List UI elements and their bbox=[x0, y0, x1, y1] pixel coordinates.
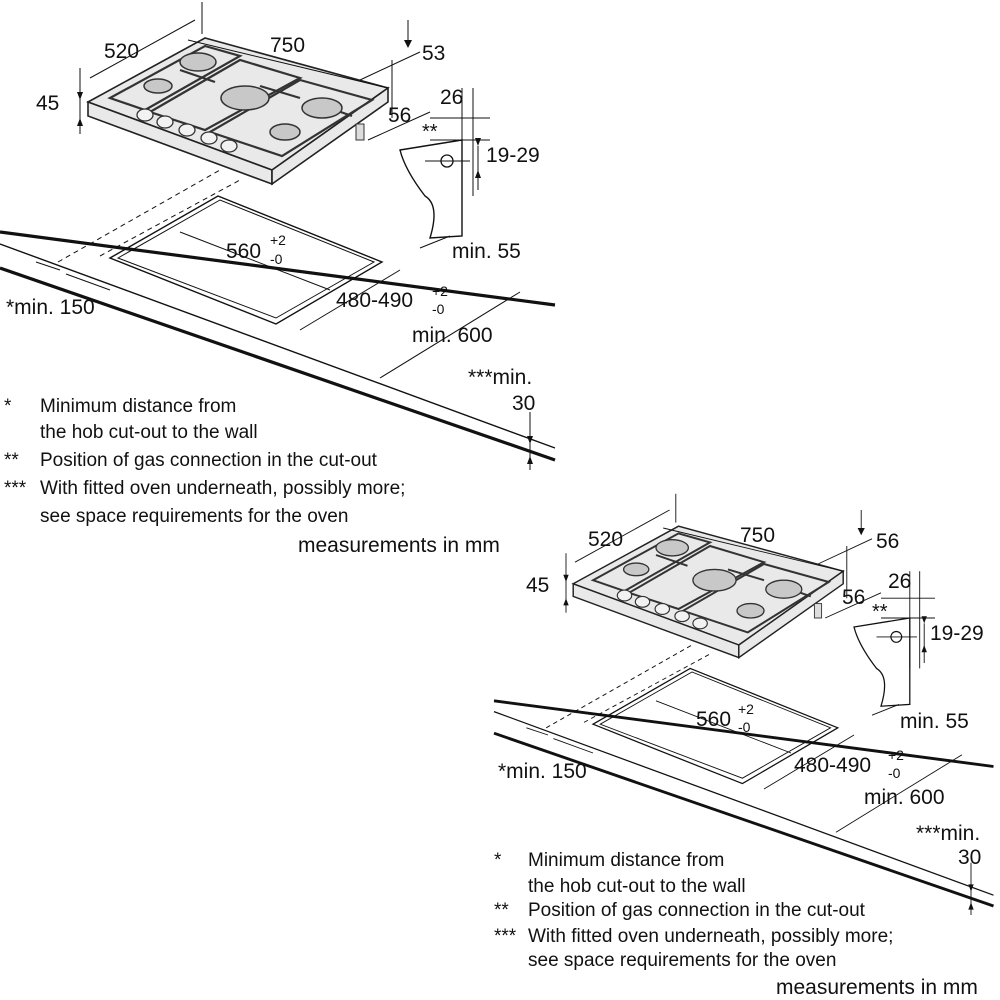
notes: * Minimum distance from the hob cut-out … bbox=[494, 850, 893, 971]
note-1-line-2: the hob cut-out to the wall bbox=[40, 422, 258, 443]
dim-min-150: *min. 150 bbox=[498, 760, 587, 783]
dim-cutout-width-tol-minus: -0 bbox=[270, 251, 283, 267]
notes: * Minimum distance from the hob cut-out … bbox=[4, 396, 405, 527]
dim-min-55: min. 55 bbox=[452, 240, 521, 263]
unit-label: measurements in mm bbox=[298, 534, 500, 557]
dim-cutout-width: 560 bbox=[696, 708, 731, 731]
dim-min-30-label: ***min. bbox=[468, 366, 532, 389]
dim-conn-width: 26 bbox=[440, 86, 463, 109]
dim-min-55: min. 55 bbox=[900, 710, 969, 733]
dim-right-top: 53 bbox=[422, 42, 445, 65]
dim-cutout-depth-tol-plus: +2 bbox=[888, 747, 904, 763]
note-3-line-1: With fitted oven underneath, possibly mo… bbox=[528, 926, 893, 947]
dim-right-side: 56 bbox=[842, 586, 865, 609]
dim-cutout-width-tol-plus: +2 bbox=[738, 701, 754, 717]
diagram-2: 520 750 45 56 56 26 ** 19-29 min. 55 560… bbox=[492, 492, 995, 999]
dim-width: 750 bbox=[270, 34, 305, 57]
dim-cutout-width-tol-minus: -0 bbox=[738, 719, 751, 735]
dim-min-30-value: 30 bbox=[958, 846, 981, 869]
note-1-line-2: the hob cut-out to the wall bbox=[528, 876, 746, 897]
note-3-mark: *** bbox=[4, 478, 27, 499]
dim-right-side: 56 bbox=[388, 104, 411, 127]
note-3-line-1: With fitted oven underneath, possibly mo… bbox=[40, 478, 405, 499]
dim-height: 45 bbox=[36, 92, 59, 115]
dim-conn-width: 26 bbox=[888, 570, 911, 593]
dim-depth: 520 bbox=[104, 40, 139, 63]
note-2-mark: ** bbox=[4, 450, 19, 471]
dim-conn-height: 19-29 bbox=[486, 144, 540, 167]
dim-depth: 520 bbox=[588, 528, 623, 551]
dim-cutout-depth: 480-490 bbox=[794, 754, 871, 777]
dim-min-150: *min. 150 bbox=[6, 296, 95, 319]
note-1-line-1: Minimum distance from bbox=[528, 850, 724, 871]
dim-cutout-width-tol-plus: +2 bbox=[270, 232, 286, 248]
conn-mark: ** bbox=[872, 601, 888, 623]
dim-min-600: min. 600 bbox=[412, 324, 493, 347]
dim-cutout-depth-tol-minus: -0 bbox=[432, 301, 445, 317]
dim-width: 750 bbox=[740, 524, 775, 547]
dim-conn-height: 19-29 bbox=[930, 622, 984, 645]
dim-min-30-label: ***min. bbox=[916, 822, 980, 845]
dim-height: 45 bbox=[526, 574, 549, 597]
note-3-line-2: see space requirements for the oven bbox=[528, 950, 836, 971]
note-3-line-2: see space requirements for the oven bbox=[40, 506, 348, 527]
note-2-mark: ** bbox=[494, 900, 509, 921]
note-3-mark: *** bbox=[494, 926, 517, 947]
note-1-mark: * bbox=[4, 396, 12, 417]
dim-cutout-width: 560 bbox=[226, 240, 261, 263]
note-2-line-1: Position of gas connection in the cut-ou… bbox=[528, 900, 866, 921]
conn-mark: ** bbox=[422, 121, 438, 143]
dim-min-600: min. 600 bbox=[864, 786, 945, 809]
dim-min-30-value: 30 bbox=[512, 392, 535, 415]
diagram-1: 520 750 45 53 56 26 ** 19-29 min. 55 560… bbox=[0, 0, 557, 557]
unit-label: measurements in mm bbox=[776, 976, 978, 999]
dim-cutout-depth: 480-490 bbox=[336, 289, 413, 312]
dim-cutout-depth-tol-plus: +2 bbox=[432, 283, 448, 299]
dim-right-top: 56 bbox=[876, 530, 899, 553]
note-1-mark: * bbox=[494, 850, 502, 871]
dim-cutout-depth-tol-minus: -0 bbox=[888, 765, 901, 781]
note-1-line-1: Minimum distance from bbox=[40, 396, 236, 417]
note-2-line-1: Position of gas connection in the cut-ou… bbox=[40, 450, 378, 471]
